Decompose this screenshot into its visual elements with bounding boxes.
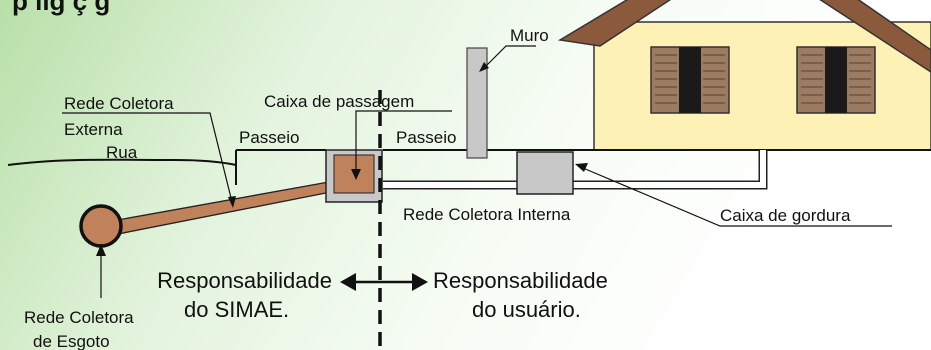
label-rede-esgoto-2: de Esgoto	[33, 332, 110, 350]
responsibility-arrow-left-head	[340, 273, 356, 291]
house-roof	[557, 0, 672, 47]
house-window-left	[650, 46, 730, 114]
house-wall	[593, 21, 931, 151]
main-sewer-pipe	[79, 204, 123, 248]
label-resp-usuario-1: Responsabilidade	[433, 268, 608, 293]
house-roof-right	[819, 0, 931, 73]
label-rede-coletora-externa-2: Externa	[64, 120, 123, 139]
leader-caixa-gordura	[582, 167, 892, 227]
label-caixa-gordura: Caixa de gordura	[720, 206, 851, 225]
title-fragment: p lig ç g	[12, 0, 111, 16]
leader-rede-externa	[62, 112, 233, 203]
street-ground-line	[7, 158, 237, 166]
arrow-caixa-gordura	[575, 163, 588, 172]
label-rede-coletora-interna: Rede Coletora Interna	[403, 205, 571, 224]
external-pipe	[111, 179, 342, 235]
label-resp-simae-1: Responsabilidade	[157, 268, 332, 293]
arrow-muro	[479, 62, 489, 72]
label-resp-usuario-2: do usuário.	[472, 297, 581, 322]
leader-caixa-passagem	[355, 110, 452, 172]
label-rede-coletora-externa-1: Rede Coletora	[64, 94, 174, 113]
label-muro: Muro	[510, 26, 549, 45]
label-rede-esgoto-1: Rede Coletora	[24, 308, 134, 327]
arrow-caixa-passagem	[351, 169, 361, 180]
responsibility-arrow-right-head	[412, 273, 428, 291]
leader-muro	[485, 45, 536, 67]
arrow-rede-esgoto	[96, 244, 106, 256]
label-resp-simae-2: do SIMAE.	[184, 297, 290, 322]
arrow-rede-externa	[228, 196, 236, 208]
label-rua: Rua	[106, 143, 138, 162]
label-passeio-right: Passeio	[396, 128, 457, 147]
grease-box	[516, 151, 574, 195]
muro-wall	[466, 47, 488, 159]
house-window-right	[796, 46, 876, 114]
label-caixa-passagem: Caixa de passagem	[264, 92, 415, 111]
label-passeio-left: Passeio	[239, 128, 300, 147]
